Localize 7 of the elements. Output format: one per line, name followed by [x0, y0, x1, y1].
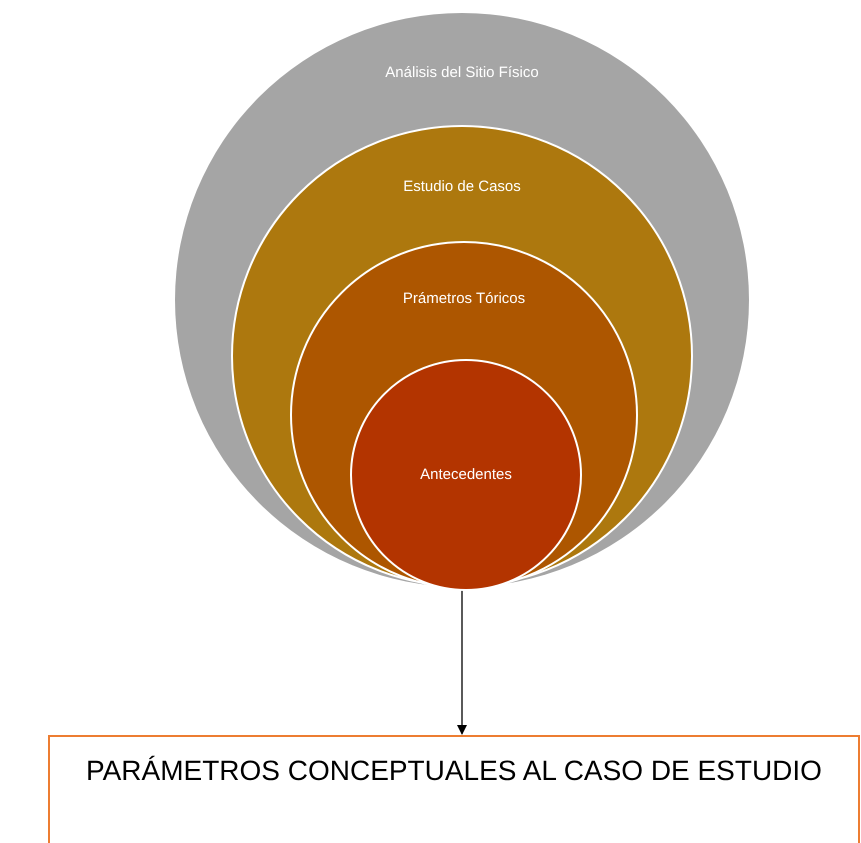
node-label: Análisis del Sitio Físico [385, 64, 539, 81]
node-label: Estudio de Casos [403, 178, 521, 195]
arrow [457, 589, 467, 735]
result-box [48, 735, 860, 843]
node-label: Prámetros Tóricos [402, 290, 526, 307]
node-label: PARÁMETROS CONCEPTUALES AL CASO DE ESTUDIO [86, 755, 822, 786]
node-label: Antecedentes [420, 466, 512, 483]
